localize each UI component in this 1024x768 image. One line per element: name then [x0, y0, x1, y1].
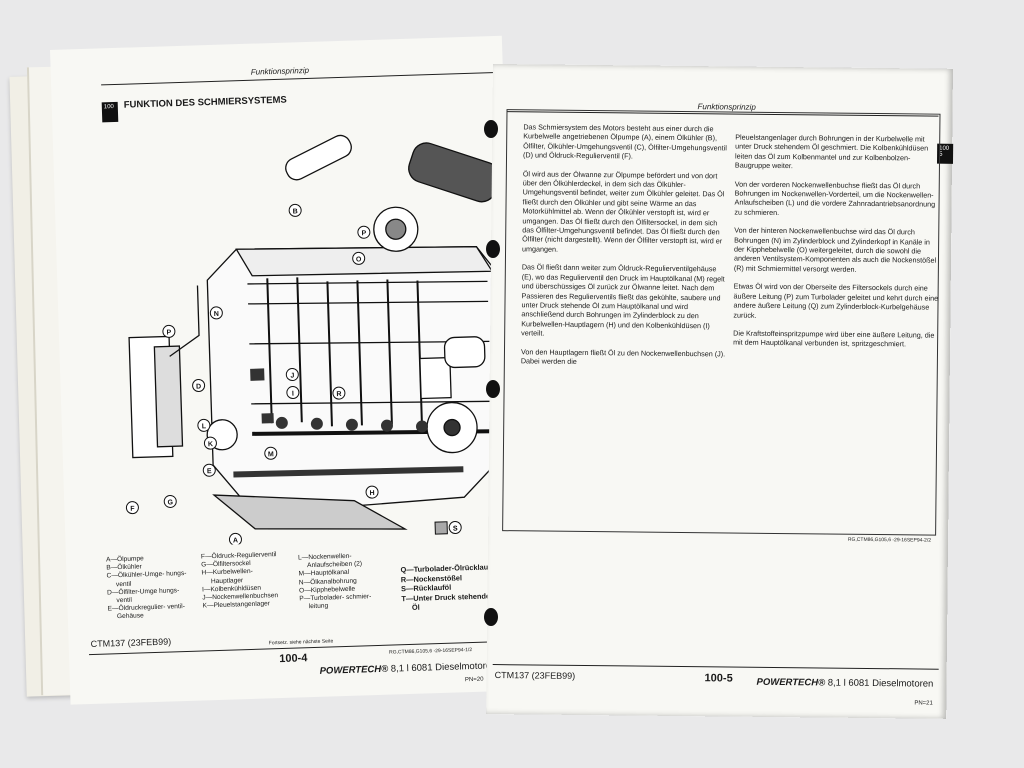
legend-item: L—Nockenwellen- Anlaufscheiben (2)	[297, 552, 363, 570]
brand-model: 8,1 l 6081 Dieselmotoren	[825, 677, 934, 690]
paragraph: Das Schmiersystem des Motors besteht aus…	[523, 122, 727, 161]
paragraph: Von den Hauptlagern fließt Öl zu den Noc…	[520, 346, 726, 366]
document-code: CTM137 (23FEB99)	[494, 670, 576, 681]
callout-I: I	[292, 391, 294, 398]
callout-D: D	[196, 383, 201, 390]
binding-hole	[484, 120, 498, 138]
legend-column-4: Q—Turbolader-Ölrücklauf R—Nockenstößel S…	[400, 562, 494, 612]
paragraph: Das Öl fließt dann weiter zum Öldruck-Re…	[521, 262, 725, 338]
callout-G: G	[167, 499, 173, 506]
legend-item: E—Öldruckregulier- ventil- Gehäuse	[107, 603, 185, 621]
text-column-2: Pleuelstangenlager durch Bohrungen in de…	[733, 133, 940, 359]
running-header: Funktionsprinzip	[250, 65, 310, 77]
callout-R: R	[336, 391, 341, 398]
continued-note: Fortsetz. siehe nächste Seite	[268, 638, 334, 647]
reference-code: RG,CTM86,G105,6 -29-16SEP94-1/2	[389, 647, 473, 656]
document-code: CTM137 (23FEB99)	[90, 636, 172, 650]
callout-P: P	[167, 329, 172, 336]
callout-L: L	[202, 423, 207, 430]
callout-T: T	[454, 543, 459, 548]
callout-O: O	[356, 256, 362, 263]
page-number: 100-4	[279, 652, 308, 666]
legend-column-3: L—Nockenwellen- Anlaufscheiben (2) M—Hau…	[298, 552, 372, 612]
callout-labels: B C P O N P D J I R L K E M H F G A S	[125, 203, 506, 549]
legend-column-2: F—Öldruck-Regulierventil G—Ölfiltersocke…	[201, 551, 279, 611]
text-frame: Das Schmiersystem des Motors besteht aus…	[502, 109, 941, 544]
binding-hole	[486, 240, 500, 258]
brand-logo: POWERTECH®	[756, 676, 826, 689]
binding-hole	[484, 608, 498, 626]
paragraph: Von der vorderen Nockenwellenbuchse flie…	[734, 179, 936, 217]
swatch-return-oil	[434, 521, 448, 535]
callout-P: P	[361, 230, 366, 237]
callout-J: J	[290, 372, 294, 379]
text-column-1: Das Schmiersystem des Motors besteht aus…	[521, 122, 729, 376]
brand-line: POWERTECH® 8,1 l 6081 Dieselmotoren	[319, 660, 496, 677]
brand-logo: POWERTECH®	[319, 663, 389, 677]
brand-line: POWERTECH® 8,1 l 6081 Dieselmotoren	[756, 677, 933, 690]
page-number: 100-5	[704, 672, 733, 685]
callout-B: B	[293, 208, 298, 215]
swatch-pressure-oil	[435, 539, 449, 549]
legend-item: K—Pleuelstangenlager	[202, 600, 271, 610]
callout-M: M	[268, 451, 274, 458]
callout-N: N	[214, 311, 219, 318]
paragraph: Von der hinteren Nockenwellenbuchse wird…	[733, 225, 937, 274]
callout-K: K	[208, 441, 213, 448]
pn-code: PN=21	[914, 700, 933, 707]
callout-S: S	[453, 525, 458, 532]
pn-code: PN=20	[464, 676, 484, 684]
engine-lubrication-diagram: B C P O N P D J I R L K E M H F G A S	[125, 134, 509, 549]
callout-F: F	[130, 506, 135, 513]
paragraph: Die Kraftstoffeinspritzpumpe wird über e…	[733, 328, 935, 349]
callout-A: A	[233, 537, 238, 544]
footer-rule	[492, 664, 939, 670]
legend-item: P—Turbolader- schmier- leitung	[299, 593, 372, 611]
right-page: Funktionsprinzip 100 5 Das Schmiersystem…	[486, 64, 954, 719]
reference-code: RG,CTM86,G105,6 -29-16SEP94-2/2	[847, 536, 932, 544]
callout-E: E	[207, 468, 212, 475]
paragraph: Etwas Öl wird von der Oberseite des Filt…	[733, 281, 939, 320]
legend-column-1: A—Ölpumpe B—Ölkühler C—Ölkühler-Umge- hu…	[106, 554, 188, 622]
binding-hole	[486, 380, 500, 398]
callout-H: H	[369, 490, 374, 497]
paragraph: Öl wird aus der Ölwanne zur Ölpumpe befö…	[522, 168, 725, 254]
legend-item: T—Unter Druck stehendes Öl	[401, 590, 495, 612]
brand-model: 8,1 l 6081 Dieselmotoren	[388, 660, 497, 675]
paragraph: Pleuelstangenlager durch Bohrungen in de…	[734, 132, 929, 171]
left-page: Funktionsprinzip 100 FUNKTION DES SCHMIE…	[50, 35, 523, 705]
